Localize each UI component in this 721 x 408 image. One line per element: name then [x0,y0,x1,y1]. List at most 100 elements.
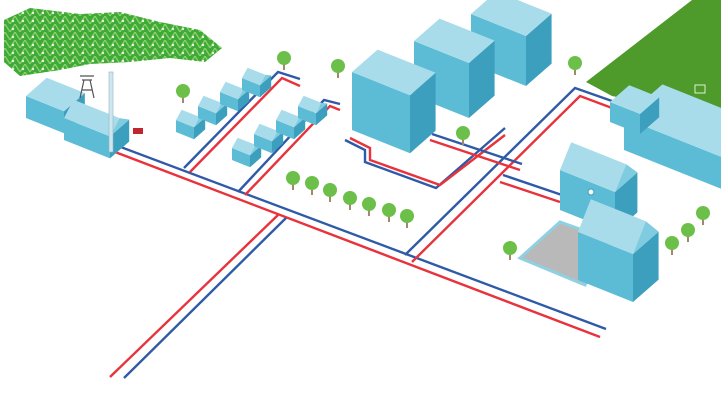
house-7-side [294,117,306,140]
house-5-side [250,145,262,168]
power-plant-main-top [26,77,85,112]
house-8-roof [298,95,322,114]
tree-crown [176,84,190,98]
tree-4 [568,56,582,75]
tree-7 [305,176,319,195]
power-plant-hall-front [64,118,110,159]
commercial-building-front [624,118,721,189]
house-2-side [216,103,228,126]
house-8 [298,95,328,126]
tree-8 [323,183,337,202]
tree-15 [681,223,695,242]
tree-crown [331,59,345,73]
commercial-wing-side [640,97,660,134]
tree-crown [665,236,679,250]
school-branch-pipe-supply [499,180,561,204]
tree-crown [456,126,470,140]
field-marker-icon [694,84,706,94]
house-8-gable [316,102,328,114]
main-pipe-supply [114,150,601,339]
chimney [108,71,114,153]
house-4-side [260,75,272,98]
school-hall [578,199,659,302]
houses-branch-pipe-2-return [237,98,341,193]
house-8-front [298,106,316,126]
tree-11 [382,203,396,222]
house-1-roof [176,109,200,128]
commercial-wing [610,85,660,134]
house-5-roof [232,137,256,156]
tree-crown [696,206,710,220]
houses-branch-pipe-1-supply [189,76,301,173]
apartment-block-1-top [352,49,436,96]
house-6-side [272,131,284,154]
power-plant-hall-side [110,119,130,159]
house-4-front [242,78,260,98]
apartment-block-2-top [414,18,495,64]
house-2 [198,95,228,126]
school-hall-gable [633,221,659,254]
house-4 [242,67,272,98]
tree-crown [305,176,319,190]
apartment-block-1-side [410,72,436,154]
house-5 [232,137,262,168]
northeast-branch-pipe-return [404,86,613,256]
tree-1 [176,84,190,103]
house-1-front [176,120,194,140]
house-4-gable [260,74,272,86]
house-5-front [232,148,250,168]
power-plant-hall [64,99,130,159]
block-branch-pipe-supply [349,134,506,187]
northeast-branch-pipe-supply [411,94,613,263]
tree-14 [665,236,679,255]
house-3-front [220,92,238,112]
green-field [586,0,721,118]
southwest-branch-pipe-supply [109,214,279,378]
tree-10 [362,197,376,216]
tree-2 [277,51,291,70]
apartment-block-3-top [471,0,552,36]
house-7-front [276,120,294,140]
tree-12 [400,209,414,228]
tree-9 [343,191,357,210]
house-7-roof [276,109,300,128]
tree-16 [696,206,710,225]
tree-13 [503,241,517,260]
upper-block-pipe-return [431,132,523,166]
power-plant-main-front [26,96,64,134]
buildings-layer [26,0,721,302]
tree-crown [286,171,300,185]
tree-crown [681,223,695,237]
pylon-icon [79,75,95,99]
school-hall-front [578,232,633,302]
commercial-wing-top [610,85,660,114]
apartment-block-3-side [526,13,552,87]
house-4-roof [242,67,266,86]
apartment-block-1-front [352,72,410,154]
forest-area [4,8,222,76]
house-3-side [238,89,250,112]
tree-crown [362,197,376,211]
heat-pump-unit [133,128,143,134]
clock-icon [587,188,595,196]
upper-block-pipe-supply [429,138,521,172]
power-plant-hall-gable [110,118,130,137]
commercial-wing-front [610,102,640,134]
tree-crown [400,209,414,223]
block-branch-pipe-return [344,127,506,190]
southwest-branch-pipe-return [123,217,287,379]
tree-6 [286,171,300,190]
houses-branch-pipe-1-return [183,70,301,169]
house-8-side [316,103,328,126]
tree-crown [323,183,337,197]
house-6-roof [254,123,278,142]
tree-5 [456,126,470,145]
tree-crown [343,191,357,205]
house-2-front [198,106,216,126]
school-tower-roof [560,142,627,192]
school-tower-gable [615,164,638,192]
house-2-roof [198,95,222,114]
apartment-block-1 [352,49,436,154]
tree-crown [568,56,582,70]
